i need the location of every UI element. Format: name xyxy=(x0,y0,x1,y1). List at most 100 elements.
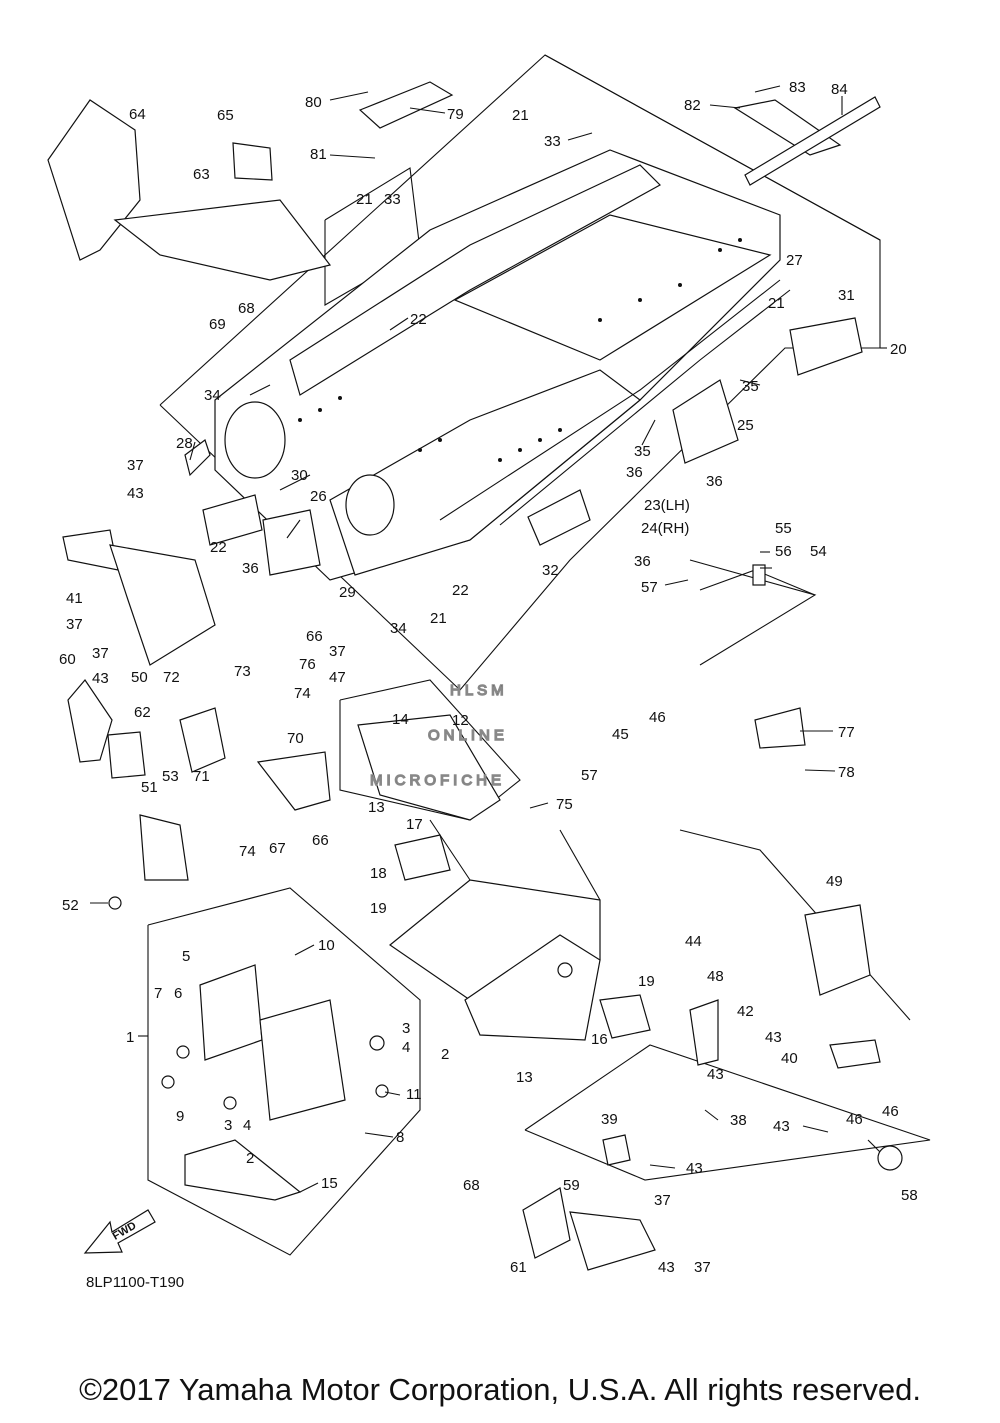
callout-15: 15 xyxy=(321,1175,338,1192)
callout-41: 41 xyxy=(66,590,83,607)
callout-22a: 22 xyxy=(410,311,427,328)
callout-13b: 13 xyxy=(516,1069,533,1086)
watermark-line-2: ONLINE xyxy=(428,727,508,744)
callout-66b: 66 xyxy=(312,832,329,849)
callout-33a: 33 xyxy=(544,133,561,150)
callout-43f: 43 xyxy=(686,1160,703,1177)
callout-21d: 21 xyxy=(430,610,447,627)
callout-6: 6 xyxy=(174,985,182,1002)
callout-46b: 46 xyxy=(846,1111,863,1128)
callout-7: 7 xyxy=(154,985,162,1002)
callout-16: 16 xyxy=(591,1031,608,1048)
callout-47: 47 xyxy=(329,669,346,686)
callout-11: 11 xyxy=(406,1086,422,1103)
callout-36d: 36 xyxy=(242,560,259,577)
callout-37f: 37 xyxy=(694,1259,711,1276)
diagram-code: 8LP1100-T190 xyxy=(86,1274,184,1291)
callout-58: 58 xyxy=(901,1187,918,1204)
callout-69: 69 xyxy=(209,316,226,333)
watermark-line-1: HLSM xyxy=(450,682,508,699)
copyright-notice: ©2017 Yamaha Motor Corporation, U.S.A. A… xyxy=(79,1372,921,1407)
callout-61: 61 xyxy=(510,1259,527,1276)
fwd-arrow-icon: FWD xyxy=(83,1209,156,1254)
callout-77: 77 xyxy=(838,724,855,741)
callout-43d: 43 xyxy=(707,1066,724,1083)
callout-8: 8 xyxy=(396,1129,404,1146)
callout-48: 48 xyxy=(707,968,724,985)
callout-9: 9 xyxy=(176,1108,184,1125)
callout-35a: 35 xyxy=(742,378,759,395)
callout-22b: 22 xyxy=(210,539,227,556)
callout-14: 14 xyxy=(392,711,409,728)
callout-68a: 68 xyxy=(238,300,255,317)
callout-81: 81 xyxy=(310,146,327,163)
callout-37e: 37 xyxy=(654,1192,671,1209)
callout-43b: 43 xyxy=(92,670,109,687)
callout-82: 82 xyxy=(684,97,701,114)
callout-67: 67 xyxy=(269,840,286,857)
callout-37c: 37 xyxy=(92,645,109,662)
callout-70: 70 xyxy=(287,730,304,747)
callout-63: 63 xyxy=(193,166,210,183)
callout-43g: 43 xyxy=(658,1259,675,1276)
callout-76: 76 xyxy=(299,656,316,673)
callout-39: 39 xyxy=(601,1111,618,1128)
watermark: HLSM ONLINE MICROFICHE xyxy=(369,681,508,789)
callout-60: 60 xyxy=(59,651,76,668)
callout-64: 64 xyxy=(129,106,146,123)
callout-4b: 4 xyxy=(243,1117,251,1134)
callout-42: 42 xyxy=(737,1003,754,1020)
callout-66a: 66 xyxy=(306,628,323,645)
callout-78: 78 xyxy=(838,764,855,781)
callout-65: 65 xyxy=(217,107,234,124)
callout-29: 29 xyxy=(339,584,356,601)
callout-2: 2 xyxy=(441,1046,449,1063)
callout-5: 5 xyxy=(182,948,190,965)
callout-31: 31 xyxy=(838,287,855,304)
callout-53: 53 xyxy=(162,768,179,785)
callout-28: 28 xyxy=(176,435,193,452)
main-frame xyxy=(214,149,791,581)
callout-74b: 74 xyxy=(239,843,256,860)
callout-43a: 43 xyxy=(127,485,144,502)
callout-46c: 46 xyxy=(882,1103,899,1120)
callout-26: 26 xyxy=(310,488,327,505)
callout-19b: 19 xyxy=(638,973,655,990)
callout-36a: 36 xyxy=(706,473,723,490)
callout-2b: 2 xyxy=(246,1150,254,1167)
callout-3: 3 xyxy=(402,1020,410,1037)
callout-75: 75 xyxy=(556,796,573,813)
callout-4: 4 xyxy=(402,1039,410,1056)
callout-18: 18 xyxy=(370,865,387,882)
callout-72: 72 xyxy=(163,669,180,686)
callout-73: 73 xyxy=(234,663,251,680)
leader-lines xyxy=(90,85,887,1193)
callout-24: 24(RH) xyxy=(641,520,689,537)
callout-45: 45 xyxy=(612,726,629,743)
callout-62: 62 xyxy=(134,704,151,721)
callout-68b: 68 xyxy=(463,1177,480,1194)
callout-49: 49 xyxy=(826,873,843,890)
callout-19: 19 xyxy=(370,900,387,917)
callout-12: 12 xyxy=(452,712,469,729)
callout-27: 27 xyxy=(786,252,803,269)
callout-80: 80 xyxy=(305,94,322,111)
callout-37d: 37 xyxy=(329,643,346,660)
callout-59: 59 xyxy=(563,1177,580,1194)
callout-52: 52 xyxy=(62,897,79,914)
parts-diagram: HLSM ONLINE MICROFICHE xyxy=(47,54,931,1291)
callout-36c: 36 xyxy=(634,553,651,570)
callout-1: 1 xyxy=(126,1029,134,1046)
callout-44: 44 xyxy=(685,933,702,950)
callout-32: 32 xyxy=(542,562,559,579)
callout-labels: 1 2 2 3 3 4 4 5 6 7 8 9 10 11 12 13 13 1… xyxy=(59,79,918,1276)
callout-43c: 43 xyxy=(765,1029,782,1046)
callout-43e: 43 xyxy=(773,1118,790,1135)
callout-23: 23(LH) xyxy=(644,497,690,514)
callout-84: 84 xyxy=(831,81,848,98)
small-parts xyxy=(47,81,903,1271)
callout-36b: 36 xyxy=(626,464,643,481)
callout-51: 51 xyxy=(141,779,158,796)
callout-3b: 3 xyxy=(224,1117,232,1134)
callout-40: 40 xyxy=(781,1050,798,1067)
